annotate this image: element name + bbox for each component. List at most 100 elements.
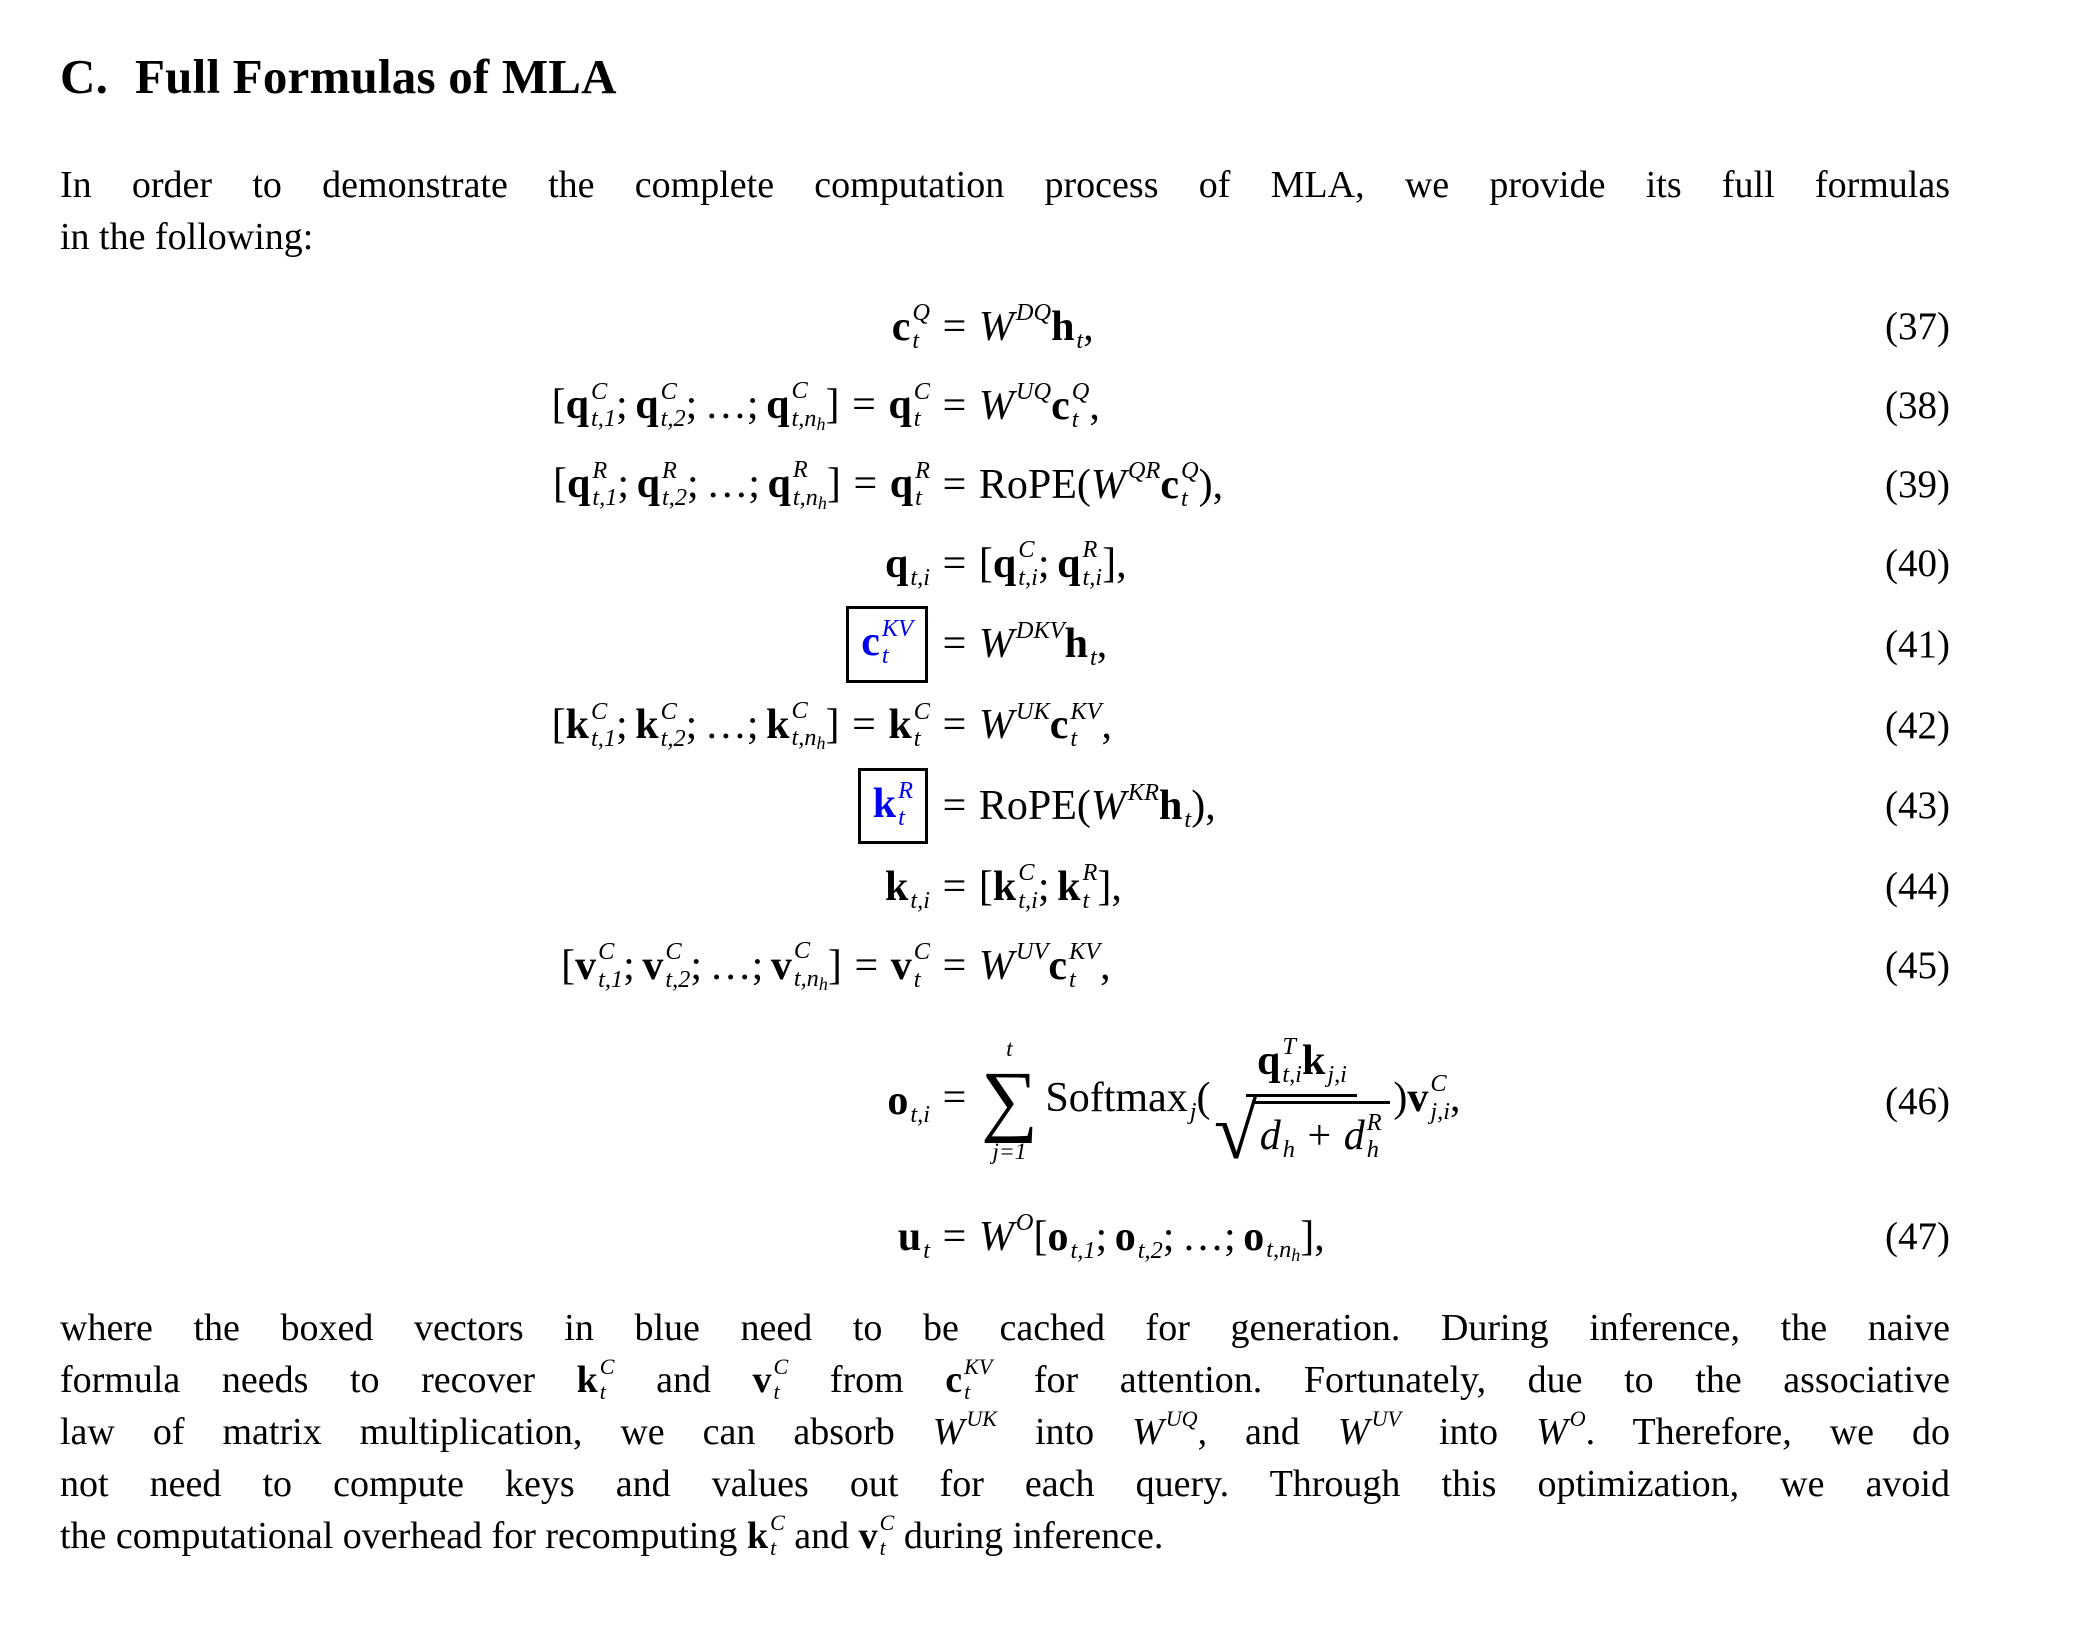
equation-number: (45)	[1885, 944, 1950, 988]
math-atom: ,	[1450, 1074, 1461, 1121]
math-atom: RoPE	[978, 461, 1077, 508]
equation-number: (40)	[1885, 542, 1950, 585]
math-atom: ;	[616, 382, 628, 429]
text-line: in the following:	[60, 216, 314, 258]
text-line: the computational overhead for recomputi…	[60, 1510, 1164, 1561]
math-atom: ]	[825, 382, 840, 429]
math-atom: ;	[1095, 1213, 1108, 1260]
math-atom: [	[552, 461, 567, 508]
math-atom: …	[709, 942, 752, 989]
summation-symbol: t∑j=1	[981, 1036, 1038, 1166]
math-atom: ;	[746, 702, 759, 749]
equation-number: (41)	[1885, 622, 1950, 666]
math-atom: )	[1198, 461, 1213, 508]
equation-number: (47)	[1885, 1215, 1950, 1259]
math-atom: ,	[1101, 702, 1113, 749]
math-atom: …	[704, 702, 747, 749]
math-atom: ;	[748, 461, 760, 508]
equation-number: (44)	[1885, 865, 1950, 909]
math-atom: =	[942, 863, 967, 910]
math-atom: =	[942, 1074, 967, 1121]
math-atom: …	[704, 382, 747, 429]
math-atom: =	[942, 303, 967, 350]
math-atom: ;	[1162, 1213, 1175, 1260]
math-atom: [	[561, 942, 576, 989]
math-atom: =	[942, 702, 967, 749]
section-name: Full Formulas of MLA	[135, 49, 617, 104]
math-atom: =	[942, 461, 967, 508]
math-atom: ,	[1096, 621, 1108, 668]
closing-paragraph: where the boxed vectors in blue need to …	[60, 1302, 1950, 1562]
math-atom: =	[942, 782, 967, 829]
equation-number: (39)	[1885, 463, 1950, 506]
math-atom: ;	[685, 382, 698, 429]
math-atom: ;	[751, 942, 764, 989]
sigma-glyph: ∑	[980, 1056, 1038, 1145]
math-atom: RoPE	[978, 782, 1077, 829]
text-line: In order to demonstrate the complete com…	[60, 164, 1950, 206]
math-atom: ;	[685, 702, 698, 749]
math-atom: ,	[1111, 863, 1122, 910]
math-atom: =	[942, 942, 967, 989]
math-atom: …	[1182, 1213, 1224, 1260]
section-title: C.Full Formulas of MLA	[60, 48, 1950, 105]
math-atom: =	[853, 461, 878, 508]
math-atom: ,	[1116, 540, 1127, 587]
equation-number: (42)	[1885, 703, 1950, 747]
math-atom: ,	[1083, 303, 1094, 350]
sum-lower-limit: j=1	[992, 1139, 1027, 1166]
equation-number: (38)	[1885, 384, 1950, 427]
math-atom: )	[1191, 782, 1206, 829]
math-atom: +	[1307, 1112, 1332, 1159]
text-line: where the boxed vectors in blue need to …	[60, 1307, 1950, 1350]
math-atom: ;	[616, 702, 628, 749]
